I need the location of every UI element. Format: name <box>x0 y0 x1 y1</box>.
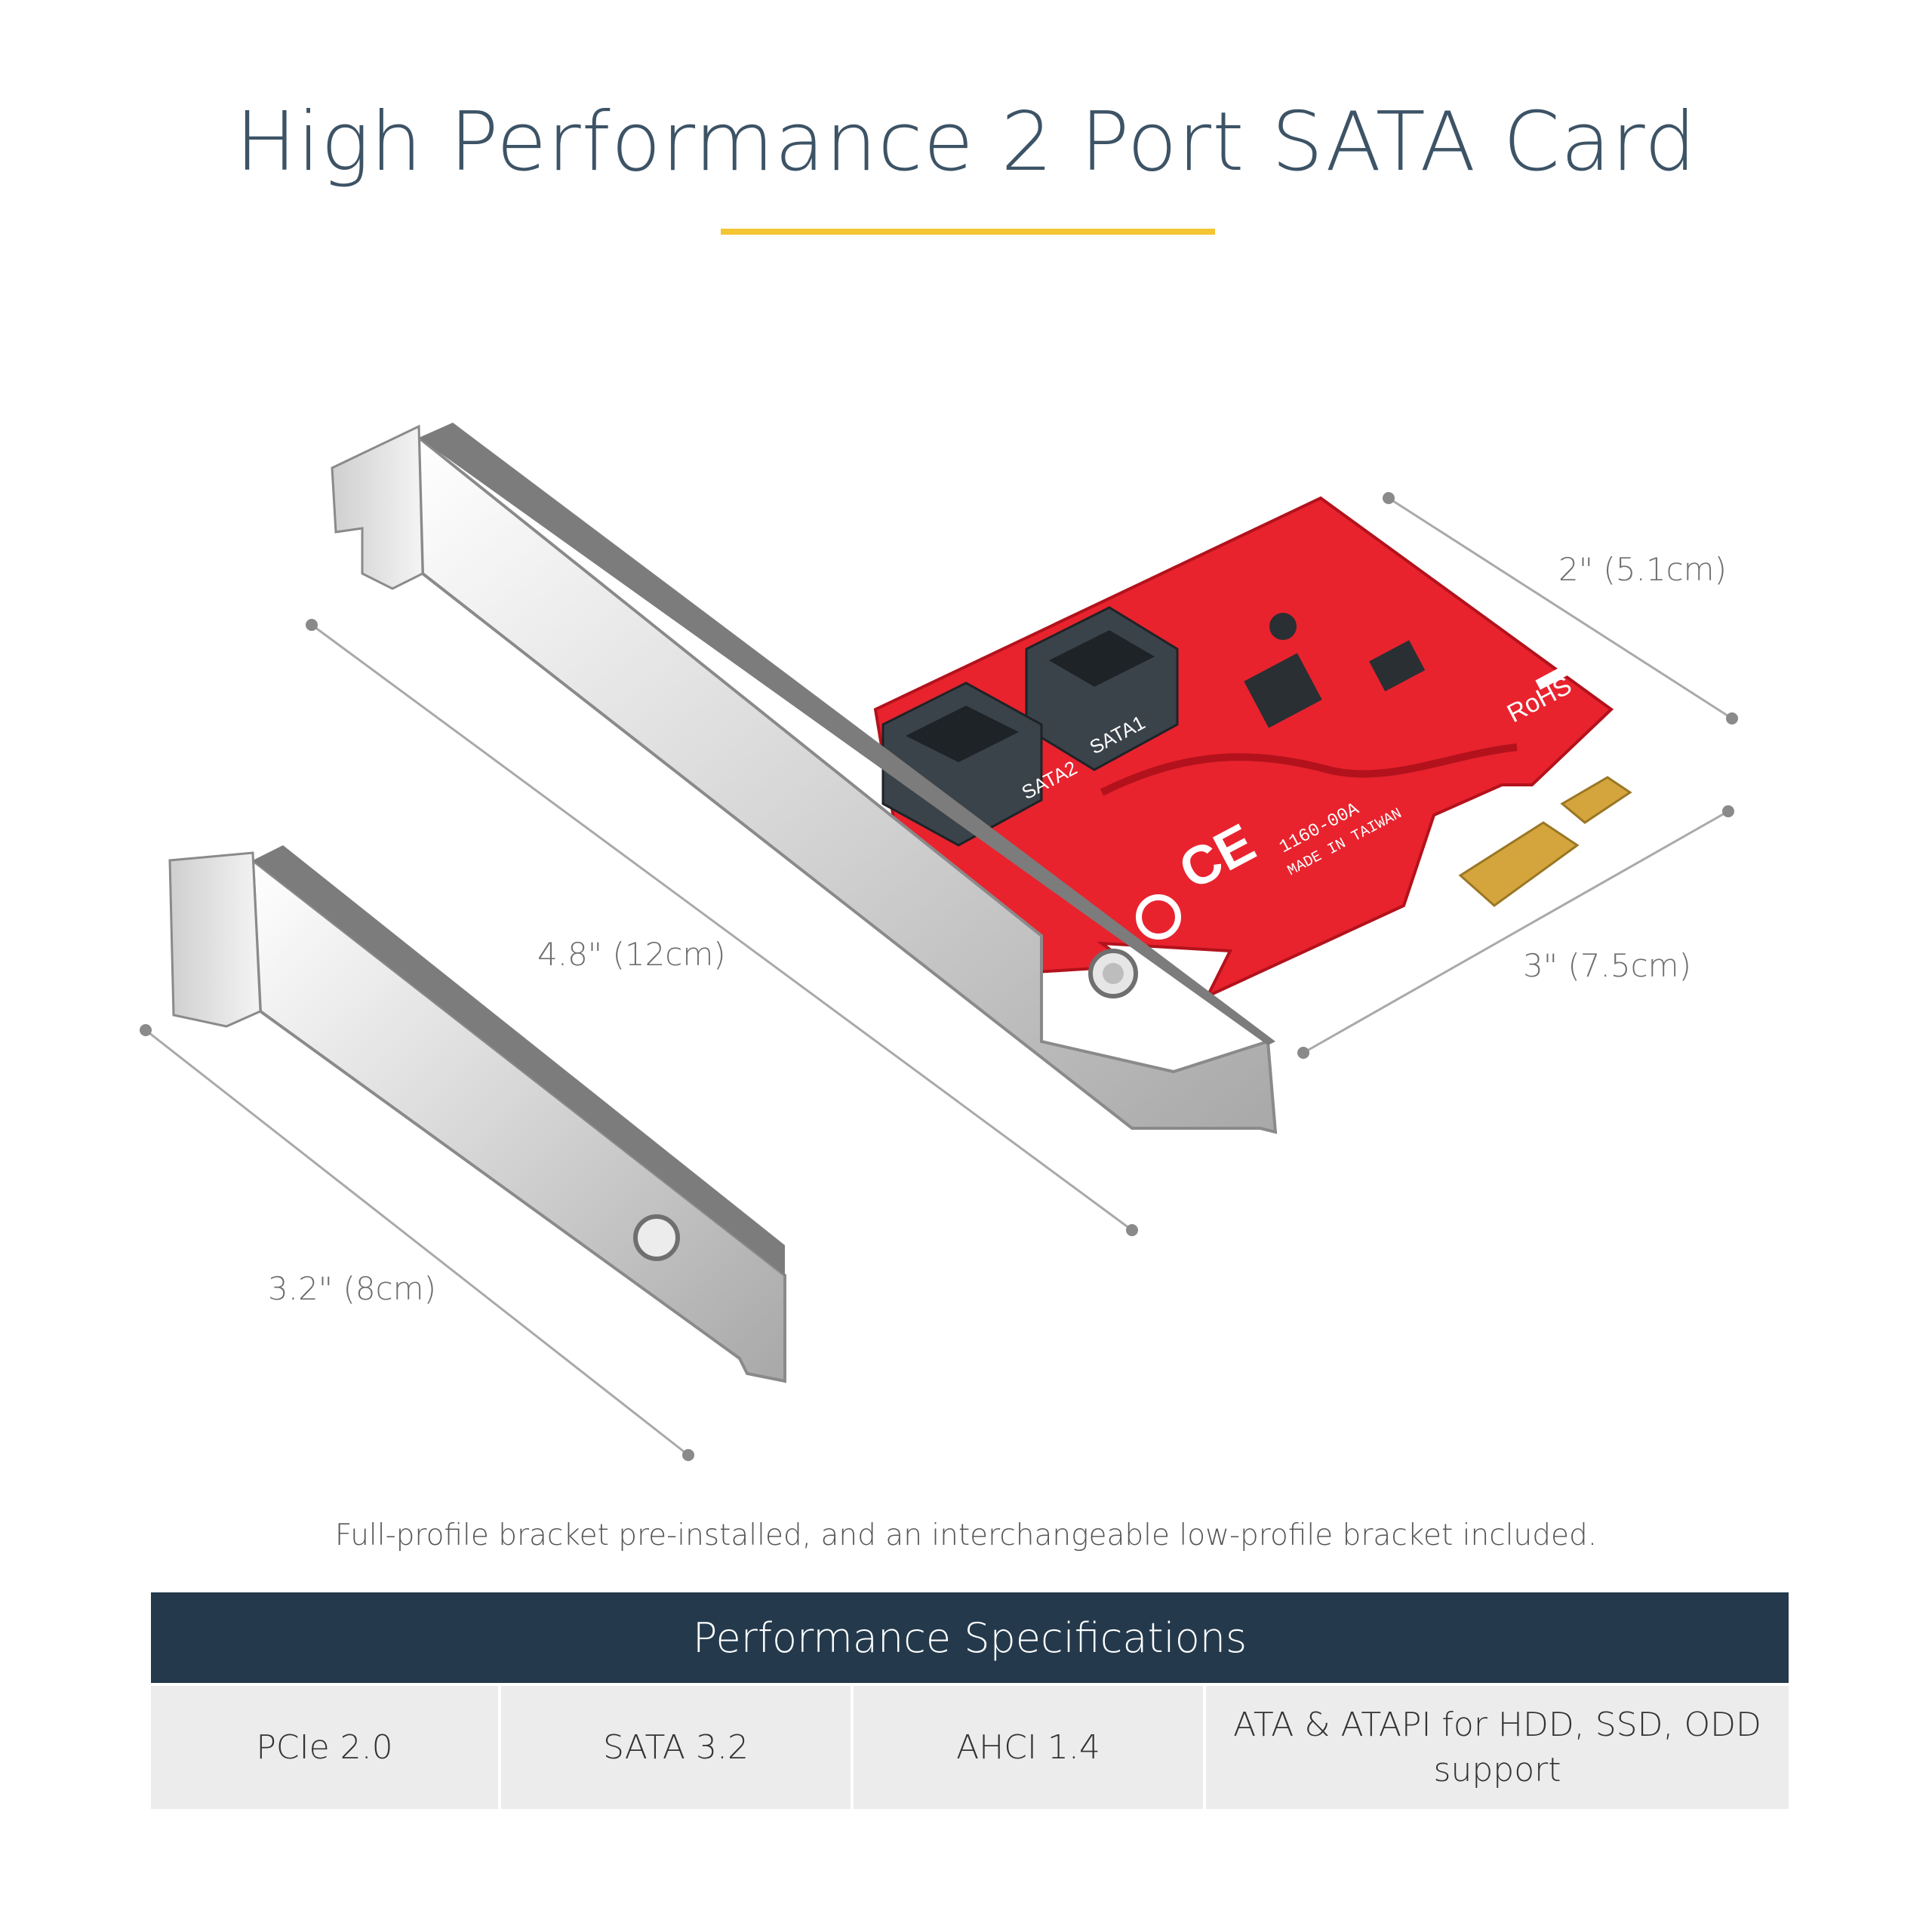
dimension-lines <box>140 492 1738 1461</box>
sata-port-1: SATA1 <box>1025 606 1179 771</box>
depth-dimension-label: 3" (7.5cm) <box>1523 947 1691 984</box>
low-profile-bracket <box>168 845 786 1383</box>
bracket-caption: Full-profile bracket pre-installed, and … <box>334 1518 1598 1552</box>
low-bracket-dimension-label: 3.2" (8cm) <box>268 1270 436 1307</box>
page-title: High Performance 2 Port SATA Card <box>235 95 1697 189</box>
pcb-board: CE RoHS 1160-00A MADE IN TAIWAN <box>873 496 1632 1000</box>
spec-cell-sata: SATA 3.2 <box>501 1686 851 1809</box>
full-bracket-dimension-label: 4.8" (12cm) <box>537 936 726 973</box>
performance-specs-table: Performance Specifications PCIe 2.0 SATA… <box>151 1592 1789 1809</box>
spec-cell-ata-atapi: ATA & ATAPI for HDD, SSD, ODD support <box>1206 1686 1789 1809</box>
height-dimension-label: 2" (5.1cm) <box>1558 551 1727 588</box>
full-profile-bracket <box>331 423 1278 1134</box>
spec-cell-ahci: AHCI 1.4 <box>854 1686 1203 1809</box>
title-underline <box>721 229 1215 235</box>
spec-cell-pcie: PCIe 2.0 <box>151 1686 498 1809</box>
specs-header: Performance Specifications <box>151 1592 1789 1683</box>
specs-row: PCIe 2.0 SATA 3.2 AHCI 1.4 ATA & ATAPI f… <box>151 1686 1789 1809</box>
